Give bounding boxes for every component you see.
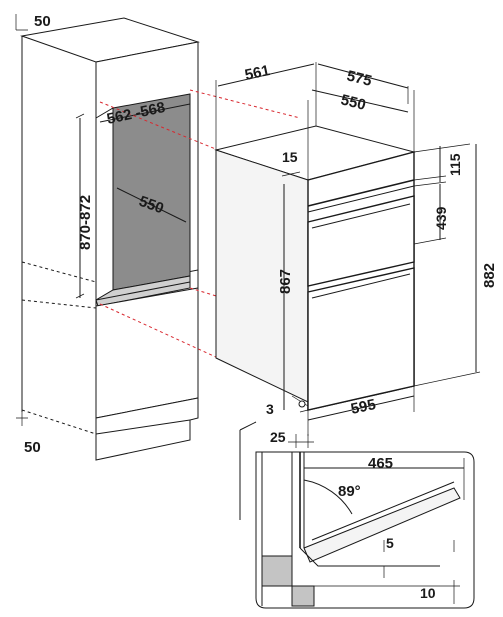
label-front-thickness: 25 bbox=[270, 429, 286, 445]
oven-body-width-dimension bbox=[311, 89, 409, 113]
oven-upper-door-handle bbox=[311, 203, 411, 229]
oven-depth-dimension bbox=[217, 63, 315, 87]
cabinet-bottom-gap-tick bbox=[16, 412, 28, 426]
label-oven-panel-height: 115 bbox=[447, 153, 463, 176]
oven-side-face bbox=[215, 149, 309, 403]
label-side-gap-top: 50 bbox=[34, 13, 51, 30]
detail-frame bbox=[255, 451, 475, 609]
oven-top-extension-lines-right bbox=[407, 86, 415, 152]
niche-height-ticks bbox=[75, 113, 85, 299]
guide-top-right bbox=[189, 89, 301, 119]
label-niche-height: 870-872 bbox=[77, 195, 94, 250]
detail-hinge-gap-ticks bbox=[380, 540, 440, 578]
detail-angle-arc bbox=[303, 479, 353, 515]
cabinet bbox=[15, 14, 200, 461]
detail-plinth-block bbox=[291, 585, 315, 607]
label-floor-gap: 10 bbox=[420, 585, 436, 601]
guide-bottom-left bbox=[99, 303, 219, 359]
label-oven-body-width: 550 bbox=[339, 91, 367, 114]
label-oven-body-height: 867 bbox=[277, 269, 294, 294]
cabinet-side-guides bbox=[21, 261, 97, 309]
label-hinge-gap: 5 bbox=[386, 535, 394, 551]
oven-right-extension-lines bbox=[413, 143, 481, 387]
label-door-angle: 89° bbox=[338, 483, 361, 500]
front-thickness-dimension bbox=[288, 434, 314, 448]
detail-cabinet-block bbox=[261, 555, 293, 587]
oven-lower-door bbox=[307, 267, 415, 411]
label-oven-frame-width: 575 bbox=[345, 67, 373, 90]
label-oven-top-offset: 15 bbox=[282, 149, 298, 165]
cabinet-top-gap-tick bbox=[15, 14, 28, 31]
oven-lower-door-handle bbox=[311, 273, 411, 299]
cabinet-shelf-edge bbox=[95, 281, 191, 301]
label-door-depth: 465 bbox=[368, 455, 393, 472]
detail-callout-left bbox=[239, 421, 257, 520]
label-oven-depth: 561 bbox=[243, 62, 271, 84]
label-oven-upper-height: 439 bbox=[433, 206, 449, 230]
label-oven-front-width: 595 bbox=[349, 396, 377, 418]
oven-reference-point bbox=[298, 400, 306, 408]
label-side-gap-bottom: 50 bbox=[24, 439, 41, 456]
niche-depth-dimension bbox=[116, 187, 187, 223]
niche-width-dimension bbox=[99, 103, 191, 123]
oven bbox=[214, 62, 481, 448]
label-oven-total-height: 882 bbox=[481, 263, 498, 288]
cabinet-plinth-line bbox=[95, 419, 191, 435]
detail-floor-gap-ticks bbox=[314, 540, 460, 604]
oven-panel-bottom bbox=[307, 179, 415, 207]
detail-cabinet-wall bbox=[261, 452, 293, 556]
detail-view bbox=[239, 421, 475, 609]
oven-frame-width-dimension bbox=[317, 63, 409, 89]
oven-top-offset-leader bbox=[281, 171, 301, 177]
oven-bottom-extension-lines bbox=[307, 386, 415, 436]
oven-front-width-dimension bbox=[307, 395, 415, 421]
detail-door bbox=[303, 487, 461, 563]
detail-door-edge bbox=[311, 481, 455, 541]
cabinet-bottom-guide bbox=[21, 409, 97, 435]
label-oven-bottom-offset: 3 bbox=[266, 401, 274, 417]
oven-panel-bottom-2 bbox=[307, 185, 415, 213]
cabinet-niche-left-wall bbox=[95, 107, 114, 301]
oven-top-extension-lines bbox=[215, 62, 317, 180]
oven-upper-door bbox=[307, 195, 415, 287]
detail-plinth-lines bbox=[261, 586, 293, 606]
cabinet-front-lower bbox=[95, 287, 199, 419]
